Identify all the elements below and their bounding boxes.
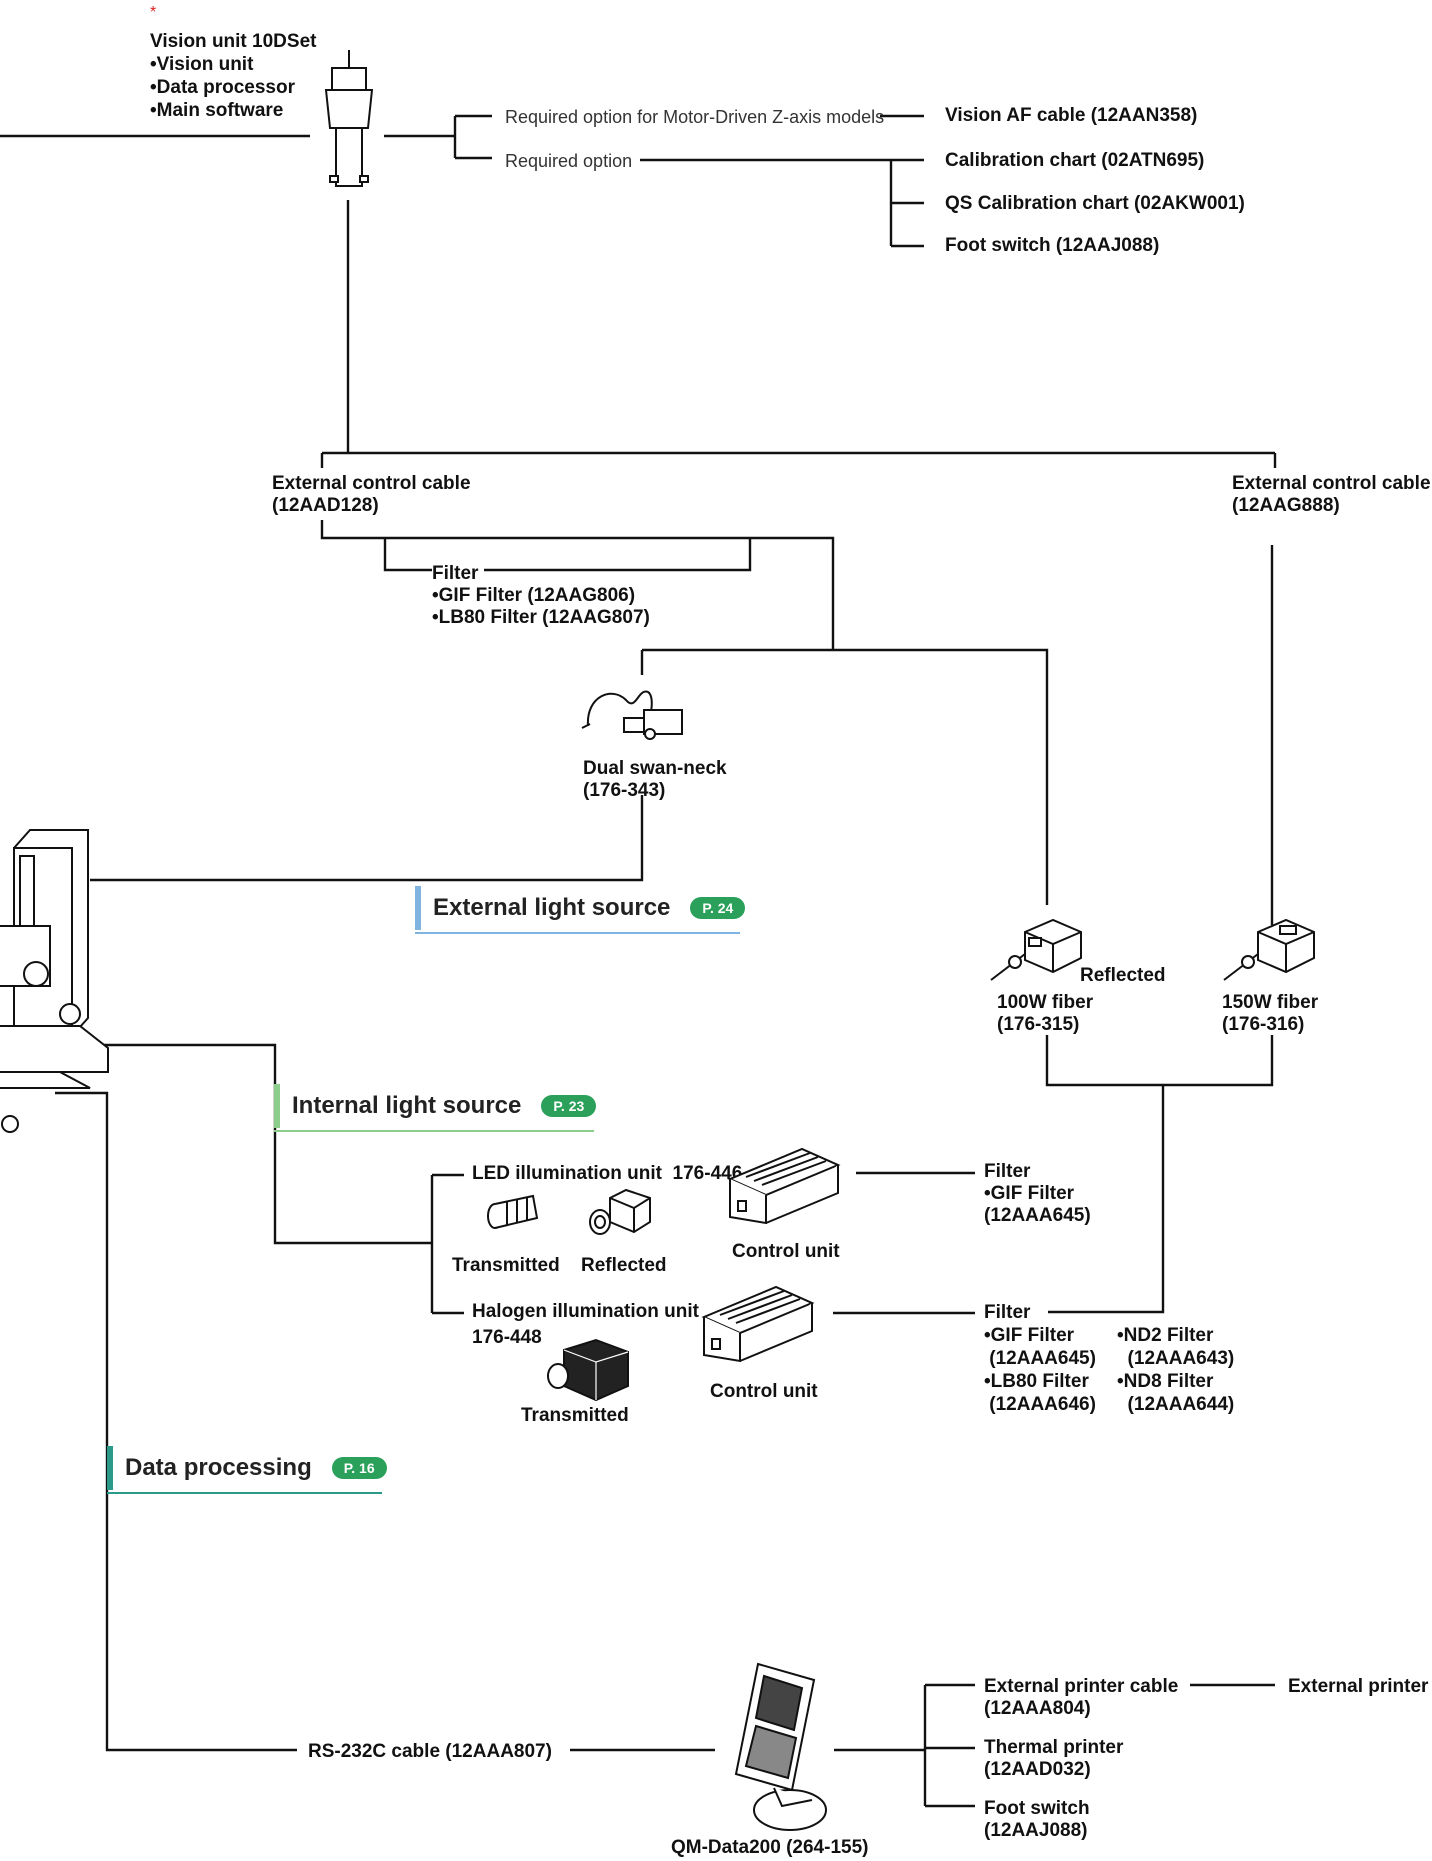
section-label: Data processing bbox=[125, 1454, 312, 1481]
section-label: External light source bbox=[433, 894, 671, 921]
fiber-100w-tag: Reflected bbox=[1080, 965, 1166, 986]
external-printer: External printer bbox=[1288, 1676, 1429, 1697]
qm-data200-label: QM-Data200 (264-155) bbox=[671, 1837, 869, 1858]
calibration-chart: Calibration chart (02ATN695) bbox=[945, 150, 1205, 171]
page-badge[interactable]: P. 23 bbox=[541, 1095, 597, 1117]
halogen-transmitted-icon bbox=[547, 1338, 629, 1402]
led-transmitted-icon bbox=[487, 1194, 539, 1229]
swan-neck-code: (176-343) bbox=[583, 780, 666, 801]
ext-control-cable-right-code: (12AAG888) bbox=[1232, 495, 1340, 516]
required-asterisk: * bbox=[150, 4, 157, 21]
qm-data200-icon bbox=[734, 1662, 827, 1831]
halogen-control-unit-label: Control unit bbox=[710, 1381, 818, 1402]
ext-control-cable-left-code: (12AAD128) bbox=[272, 495, 379, 516]
section-underline bbox=[415, 932, 740, 934]
fiber-100w-icon bbox=[990, 918, 1082, 981]
foot-switch-bottom-code: (12AAJ088) bbox=[984, 1820, 1088, 1841]
vision-unit-item: •Data processor bbox=[150, 77, 295, 98]
vision-unit-title: Vision unit 10DSet bbox=[150, 31, 317, 52]
filter-halogen-item: (12AAA643) bbox=[1117, 1348, 1235, 1369]
measuring-machine-icon bbox=[0, 829, 109, 1133]
halogen-unit-title: Halogen illumination unit bbox=[472, 1301, 699, 1322]
section-underline bbox=[274, 1130, 594, 1132]
led-reflected-icon bbox=[589, 1188, 651, 1235]
required-option-label: Required option bbox=[505, 151, 633, 171]
ext-control-cable-right: External control cable bbox=[1232, 473, 1431, 494]
fiber-100w-code: (176-315) bbox=[997, 1014, 1080, 1035]
ext-control-cable-left: External control cable bbox=[272, 473, 471, 494]
led-unit-title: LED illumination unit 176-446 bbox=[472, 1163, 743, 1184]
fiber-150w-icon bbox=[1223, 918, 1315, 981]
led-reflected-label: Reflected bbox=[581, 1255, 667, 1276]
filter-halogen-item: •GIF Filter bbox=[984, 1325, 1075, 1346]
fiber-100w-label: 100W fiber bbox=[997, 992, 1094, 1013]
swan-neck-label: Dual swan-neck bbox=[583, 758, 727, 779]
filter-led-item: •GIF Filter bbox=[984, 1183, 1075, 1204]
page-badge[interactable]: P. 24 bbox=[690, 897, 746, 919]
section-label: Internal light source bbox=[292, 1092, 522, 1119]
vision-unit-item: •Main software bbox=[150, 100, 284, 121]
halogen-control-unit-icon bbox=[701, 1285, 815, 1363]
filter-top-title: Filter bbox=[432, 562, 485, 585]
halogen-unit-code: 176-448 bbox=[472, 1327, 542, 1348]
qs-calibration-chart: QS Calibration chart (02AKW001) bbox=[945, 193, 1245, 214]
led-transmitted-label: Transmitted bbox=[452, 1255, 560, 1276]
external-printer-cable-code: (12AAA804) bbox=[984, 1698, 1091, 1719]
led-control-unit-label: Control unit bbox=[732, 1241, 840, 1262]
vision-unit-item: •Vision unit bbox=[150, 54, 254, 75]
section-underline bbox=[107, 1492, 382, 1494]
halogen-transmitted-label: Transmitted bbox=[521, 1405, 629, 1426]
vision-af-cable: Vision AF cable (12AAN358) bbox=[945, 105, 1198, 126]
filter-top-item: •GIF Filter (12AAG806) bbox=[432, 585, 636, 606]
thermal-printer: Thermal printer bbox=[984, 1737, 1124, 1758]
external-printer-cable: External printer cable bbox=[984, 1676, 1179, 1697]
rs232c-cable: RS-232C cable (12AAA807) bbox=[308, 1741, 552, 1762]
filter-halogen-item: •ND2 Filter bbox=[1117, 1325, 1214, 1346]
filter-top-item: •LB80 Filter (12AAG807) bbox=[432, 607, 650, 628]
filter-halogen-item: •LB80 Filter bbox=[984, 1371, 1089, 1392]
swan-neck-icon bbox=[581, 690, 683, 740]
foot-switch-bottom: Foot switch bbox=[984, 1798, 1090, 1819]
filter-halogen-item: (12AAA646) bbox=[984, 1394, 1096, 1415]
filter-halogen-item: (12AAA644) bbox=[1117, 1394, 1235, 1415]
foot-switch-top: Foot switch (12AAJ088) bbox=[945, 235, 1160, 256]
filter-halogen-item: (12AAA645) bbox=[984, 1348, 1096, 1369]
filter-halogen-title: Filter bbox=[984, 1302, 1031, 1323]
led-control-unit-icon bbox=[727, 1147, 841, 1225]
vision-camera-icon bbox=[324, 50, 374, 187]
motor-option-label: Required option for Motor-Driven Z-axis … bbox=[505, 107, 885, 127]
filter-led-item: (12AAA645) bbox=[984, 1205, 1091, 1226]
section-external-light: External light source P. 24 bbox=[415, 886, 746, 934]
filter-led-title: Filter bbox=[984, 1161, 1031, 1182]
page-badge[interactable]: P. 16 bbox=[331, 1457, 387, 1479]
section-internal-light: Internal light source P. 23 bbox=[274, 1084, 597, 1132]
fiber-150w-label: 150W fiber bbox=[1222, 992, 1319, 1013]
fiber-150w-code: (176-316) bbox=[1222, 1014, 1305, 1035]
section-data-processing: Data processing P. 16 bbox=[107, 1446, 387, 1494]
thermal-printer-code: (12AAD032) bbox=[984, 1759, 1091, 1780]
filter-halogen-item: •ND8 Filter bbox=[1117, 1371, 1214, 1392]
